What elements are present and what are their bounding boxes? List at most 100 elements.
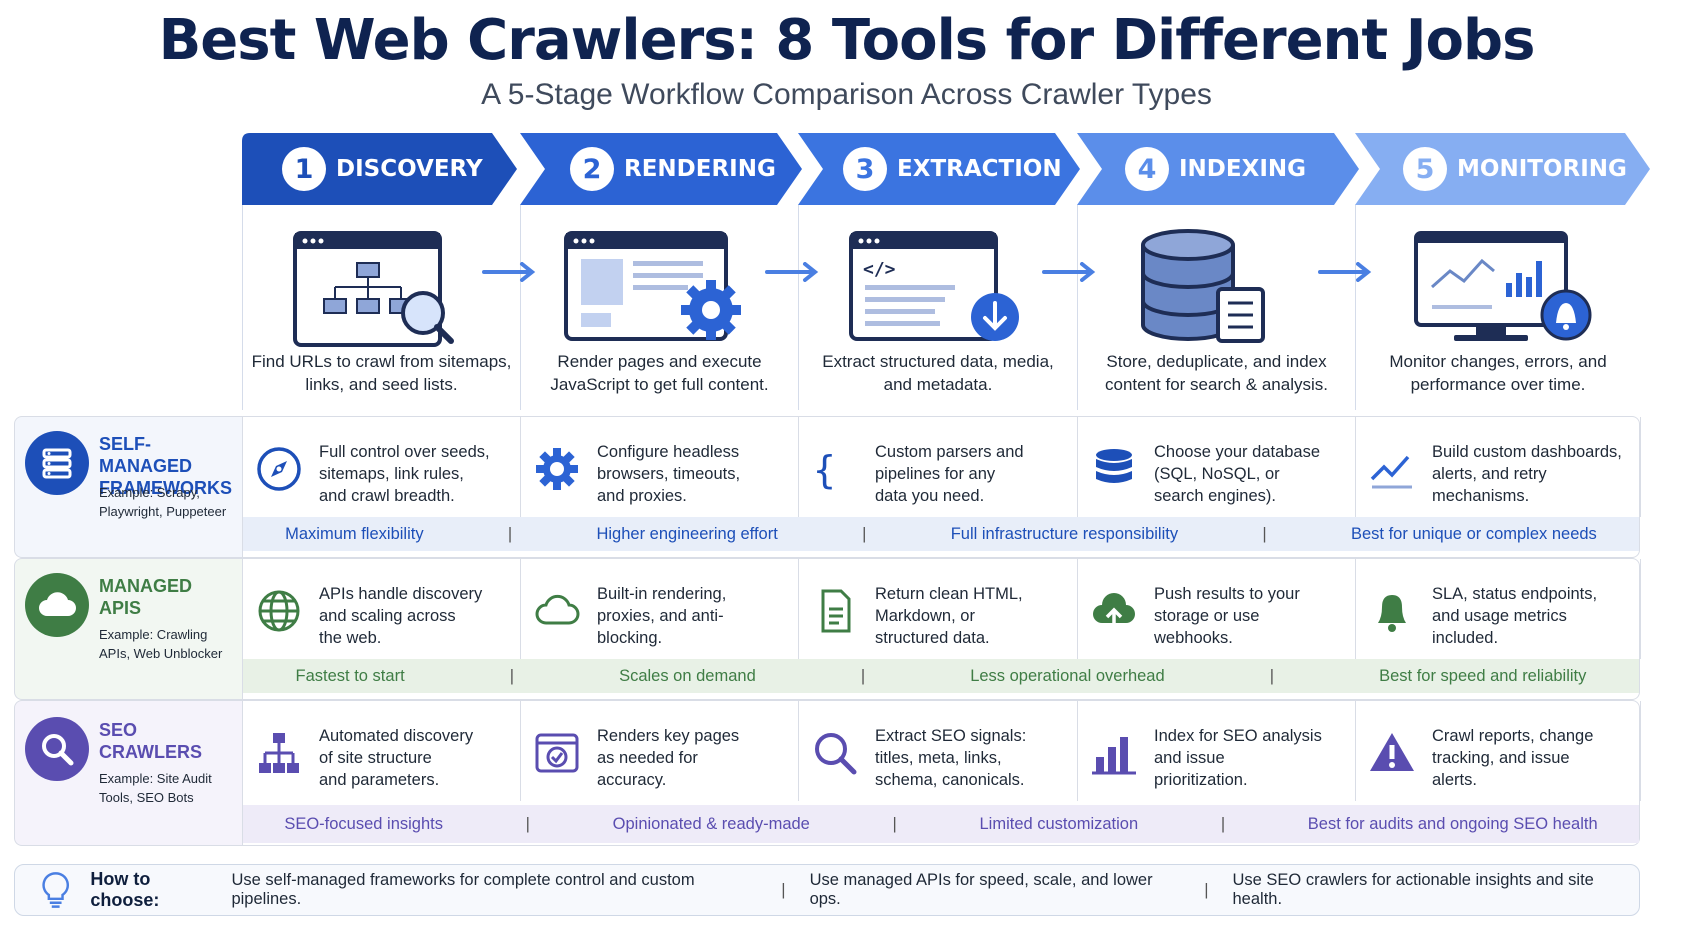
bell-icon: [1378, 595, 1406, 632]
summary-item: Best for speed and reliability: [1379, 666, 1587, 685]
stage-number: 2: [570, 147, 614, 191]
document-icon: [821, 589, 851, 633]
stage-number: 4: [1125, 147, 1169, 191]
server-icon: [25, 431, 89, 495]
stage-header-extraction: 3 EXTRACTION: [798, 133, 1080, 205]
summary-item: Best for unique or complex needs: [1351, 524, 1597, 543]
database-icon: [1096, 449, 1132, 483]
cell-monitoring: Build custom dashboards,alerts, and retr…: [1356, 417, 1641, 517]
compass-icon: [257, 447, 301, 491]
browser-gear-icon: [564, 231, 741, 341]
summary-item: Fastest to start: [295, 666, 405, 685]
summary-item: Maximum flexibility: [285, 524, 424, 543]
stage-label: EXTRACTION: [897, 156, 1062, 182]
stage-panel-extraction: </> Extract structured data, media, and …: [798, 205, 1077, 410]
lightbulb-icon: [42, 872, 69, 908]
stage-number: 3: [843, 147, 887, 191]
stage-description: Render pages and execute JavaScript to g…: [550, 352, 769, 394]
cloud-upload-icon: [1093, 593, 1135, 627]
cell-text: Full control over seeds,sitemaps, link r…: [319, 443, 490, 505]
stage-header-monitoring: 5 MONITORING: [1355, 133, 1650, 205]
tip-separator: |: [781, 880, 786, 899]
flow-arrow-icon: [1042, 262, 1096, 282]
how-to-choose-heading: How to choose:: [90, 869, 160, 910]
svg-text:</>: </>: [863, 259, 896, 280]
cloud-icon: [25, 573, 89, 637]
row-summary-strip: Maximum flexibility| Higher engineering …: [243, 517, 1639, 551]
tip-separator: |: [1204, 880, 1209, 899]
row-self-managed: Full control over seeds,sitemaps, link r…: [242, 416, 1641, 558]
flow-arrow-icon: [482, 262, 536, 282]
globe-icon: [258, 590, 300, 632]
hierarchy-icon: [259, 733, 299, 773]
how-to-choose-bar: How to choose: Use self-managed framewor…: [14, 864, 1640, 916]
page-subtitle: A 5-Stage Workflow Comparison Across Cra…: [481, 78, 1212, 111]
cell-text: Built-in rendering,proxies, and anti-blo…: [597, 585, 727, 647]
trend-line-icon: [1370, 455, 1412, 489]
bar-chart-icon: [1092, 737, 1136, 775]
stage-label: MONITORING: [1457, 156, 1627, 182]
stage-description: Store, deduplicate, and index content fo…: [1104, 352, 1328, 394]
summary-item: SEO-focused insights: [284, 814, 443, 833]
warning-icon: [1370, 733, 1414, 771]
database-document-icon: [1141, 229, 1265, 343]
cell-extraction: Extract SEO signals:titles, meta, links,…: [799, 701, 1078, 801]
summary-item: Full infrastructure responsibility: [950, 524, 1179, 543]
summary-item: Scales on demand: [619, 666, 756, 685]
stage-panel-monitoring: Monitor changes, errors, and performance…: [1355, 205, 1640, 410]
stage-panel-indexing: Store, deduplicate, and index content fo…: [1077, 205, 1355, 410]
summary-item: Higher engineering effort: [596, 524, 778, 543]
search-icon: [815, 733, 857, 775]
row-example: Example: Scrapy,Playwright, Puppeteer: [99, 485, 227, 519]
tip-seo: Use SEO crawlers for actionable insights…: [1232, 871, 1594, 908]
gear-icon: [536, 448, 578, 490]
stage-number: 1: [282, 147, 326, 191]
tip-managed: Use managed APIs for speed, scale, and l…: [809, 871, 1153, 908]
code-browser-download-icon: </>: [849, 231, 1019, 341]
svg-text:{ }: { }: [813, 448, 859, 492]
summary-item: Less operational overhead: [970, 666, 1165, 685]
row-summary-strip: Fastest to start| Scales on demand| Less…: [243, 659, 1639, 693]
stage-description: Find URLs to crawl from sitemaps, links,…: [251, 352, 512, 394]
stage-label: DISCOVERY: [336, 156, 483, 182]
stage-header-rendering: 2 RENDERING: [520, 133, 802, 205]
stage-description: Extract structured data, media, and meta…: [822, 352, 1054, 394]
stage-header-indexing: 4 INDEXING: [1077, 133, 1359, 205]
cell-text: Build custom dashboards,alerts, and retr…: [1432, 443, 1622, 505]
braces-icon: { }: [813, 448, 859, 492]
stage-panel-rendering: Render pages and execute JavaScript to g…: [520, 205, 798, 410]
summary-item: Opinionated & ready-made: [612, 814, 810, 833]
monitor-chart-bell-icon: [1414, 231, 1592, 341]
stage-panel-discovery: Find URLs to crawl from sitemaps, links,…: [242, 205, 520, 410]
stage-label: RENDERING: [624, 156, 776, 182]
page-title: Best Web Crawlers: 8 Tools for Different…: [158, 8, 1536, 73]
sitemap-browser-search-icon: [293, 231, 454, 347]
tip-self-managed: Use self-managed frameworks for complete…: [231, 871, 695, 908]
